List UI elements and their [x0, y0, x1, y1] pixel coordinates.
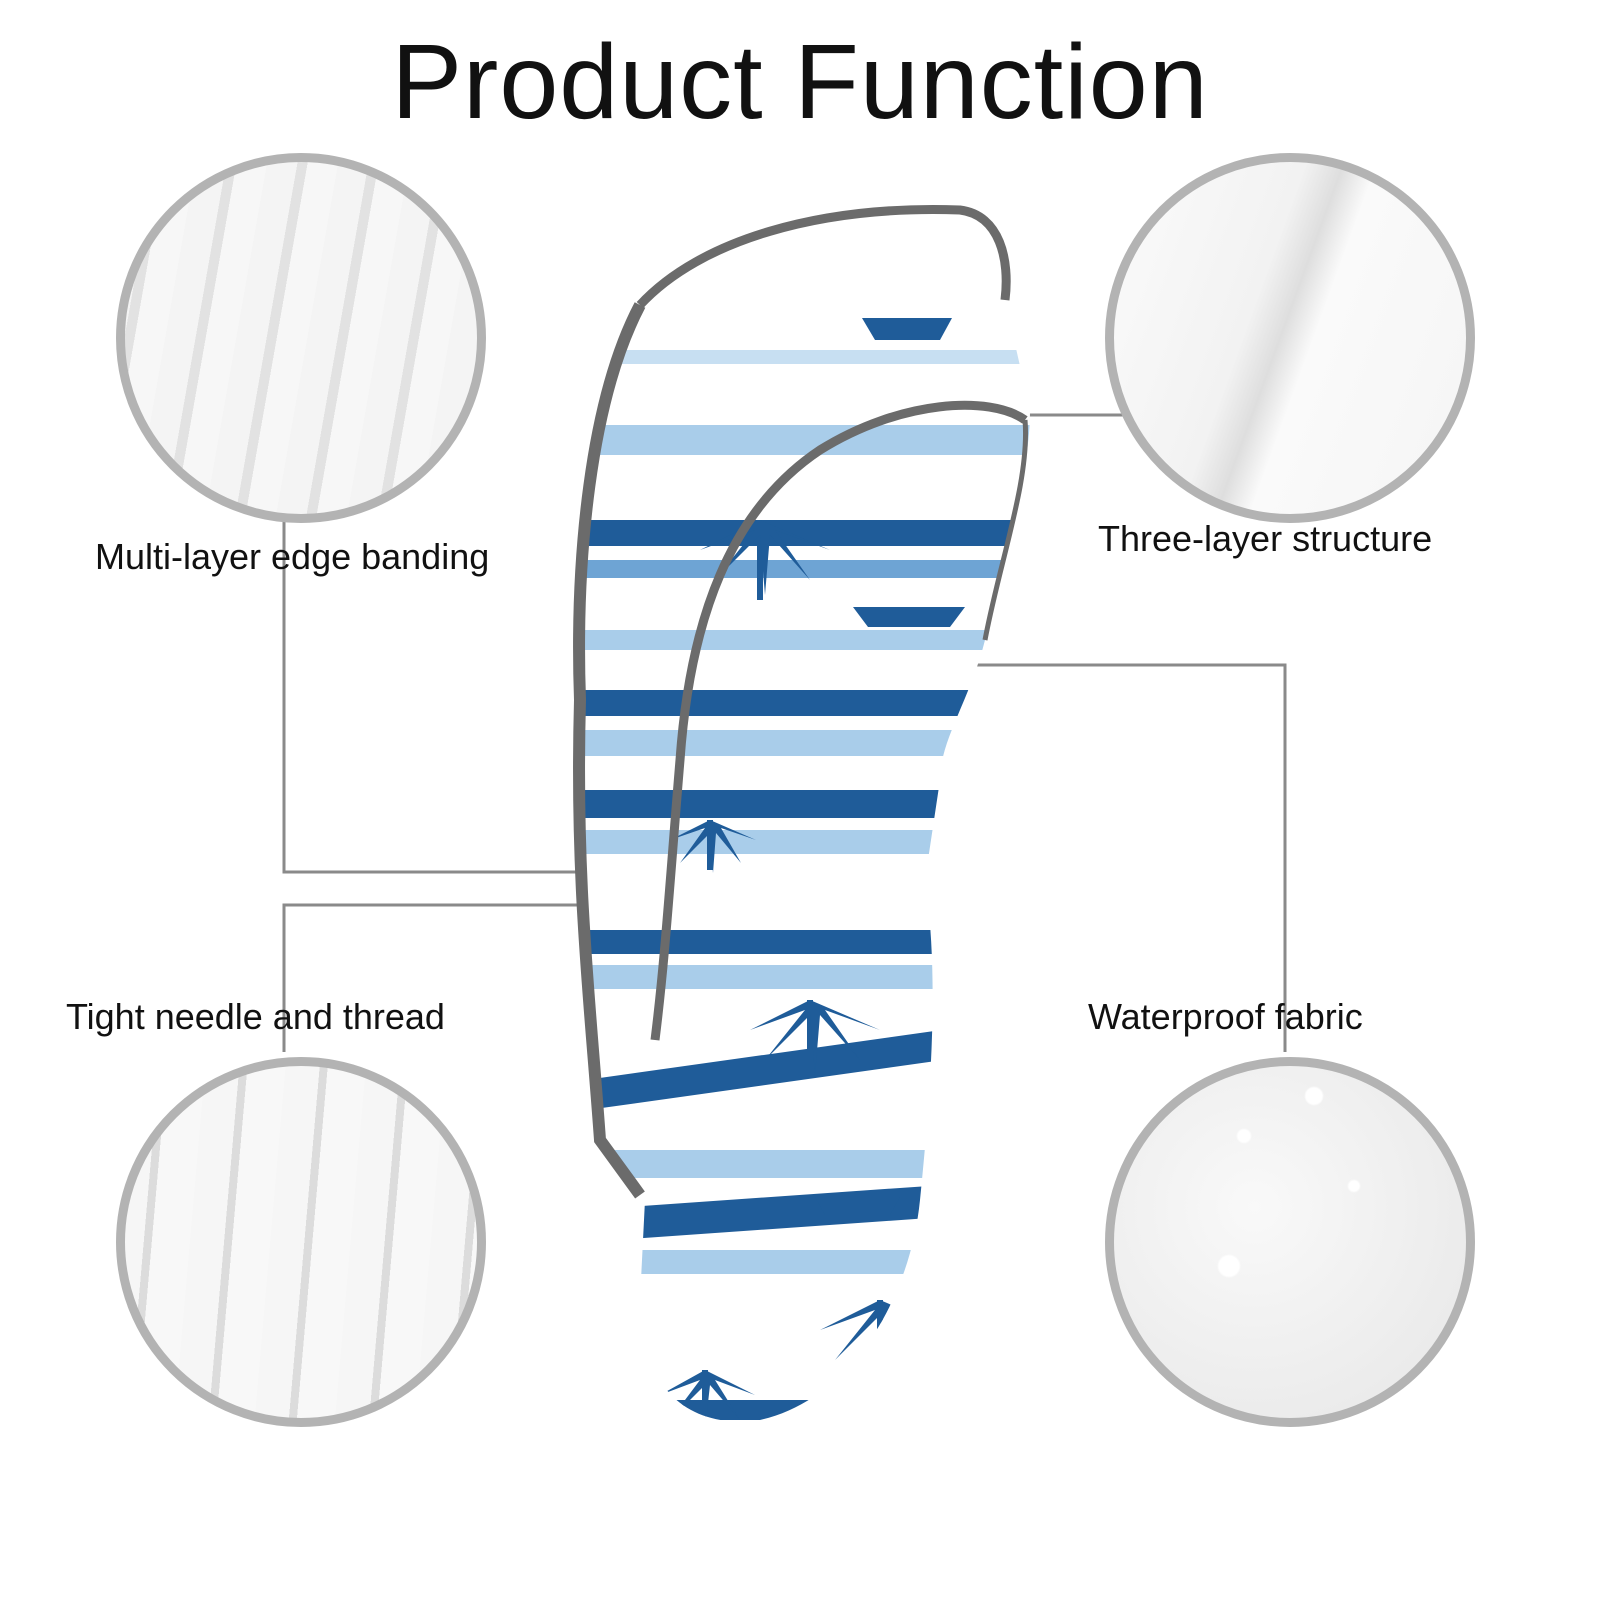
needle-thread-label: Tight needle and thread: [66, 996, 445, 1037]
needle-thread-detail-image: [116, 1057, 486, 1427]
waterproof-detail-image: [1105, 1057, 1475, 1427]
needle-thread-leader: [282, 903, 598, 1052]
page-title: Product Function: [391, 23, 1209, 141]
three-layer-label: Three-layer structure: [1098, 518, 1433, 559]
edge-banding-label: Multi-layer edge banding: [95, 536, 490, 577]
three-layer-detail-image: [1105, 153, 1475, 523]
waterproof-leader: [900, 663, 1287, 1052]
edge-banding-leader: [282, 515, 592, 874]
boat-icons: [815, 318, 965, 1215]
waterproof-label: Waterproof fabric: [1088, 996, 1363, 1037]
edge-banding-detail-image: [116, 153, 486, 523]
